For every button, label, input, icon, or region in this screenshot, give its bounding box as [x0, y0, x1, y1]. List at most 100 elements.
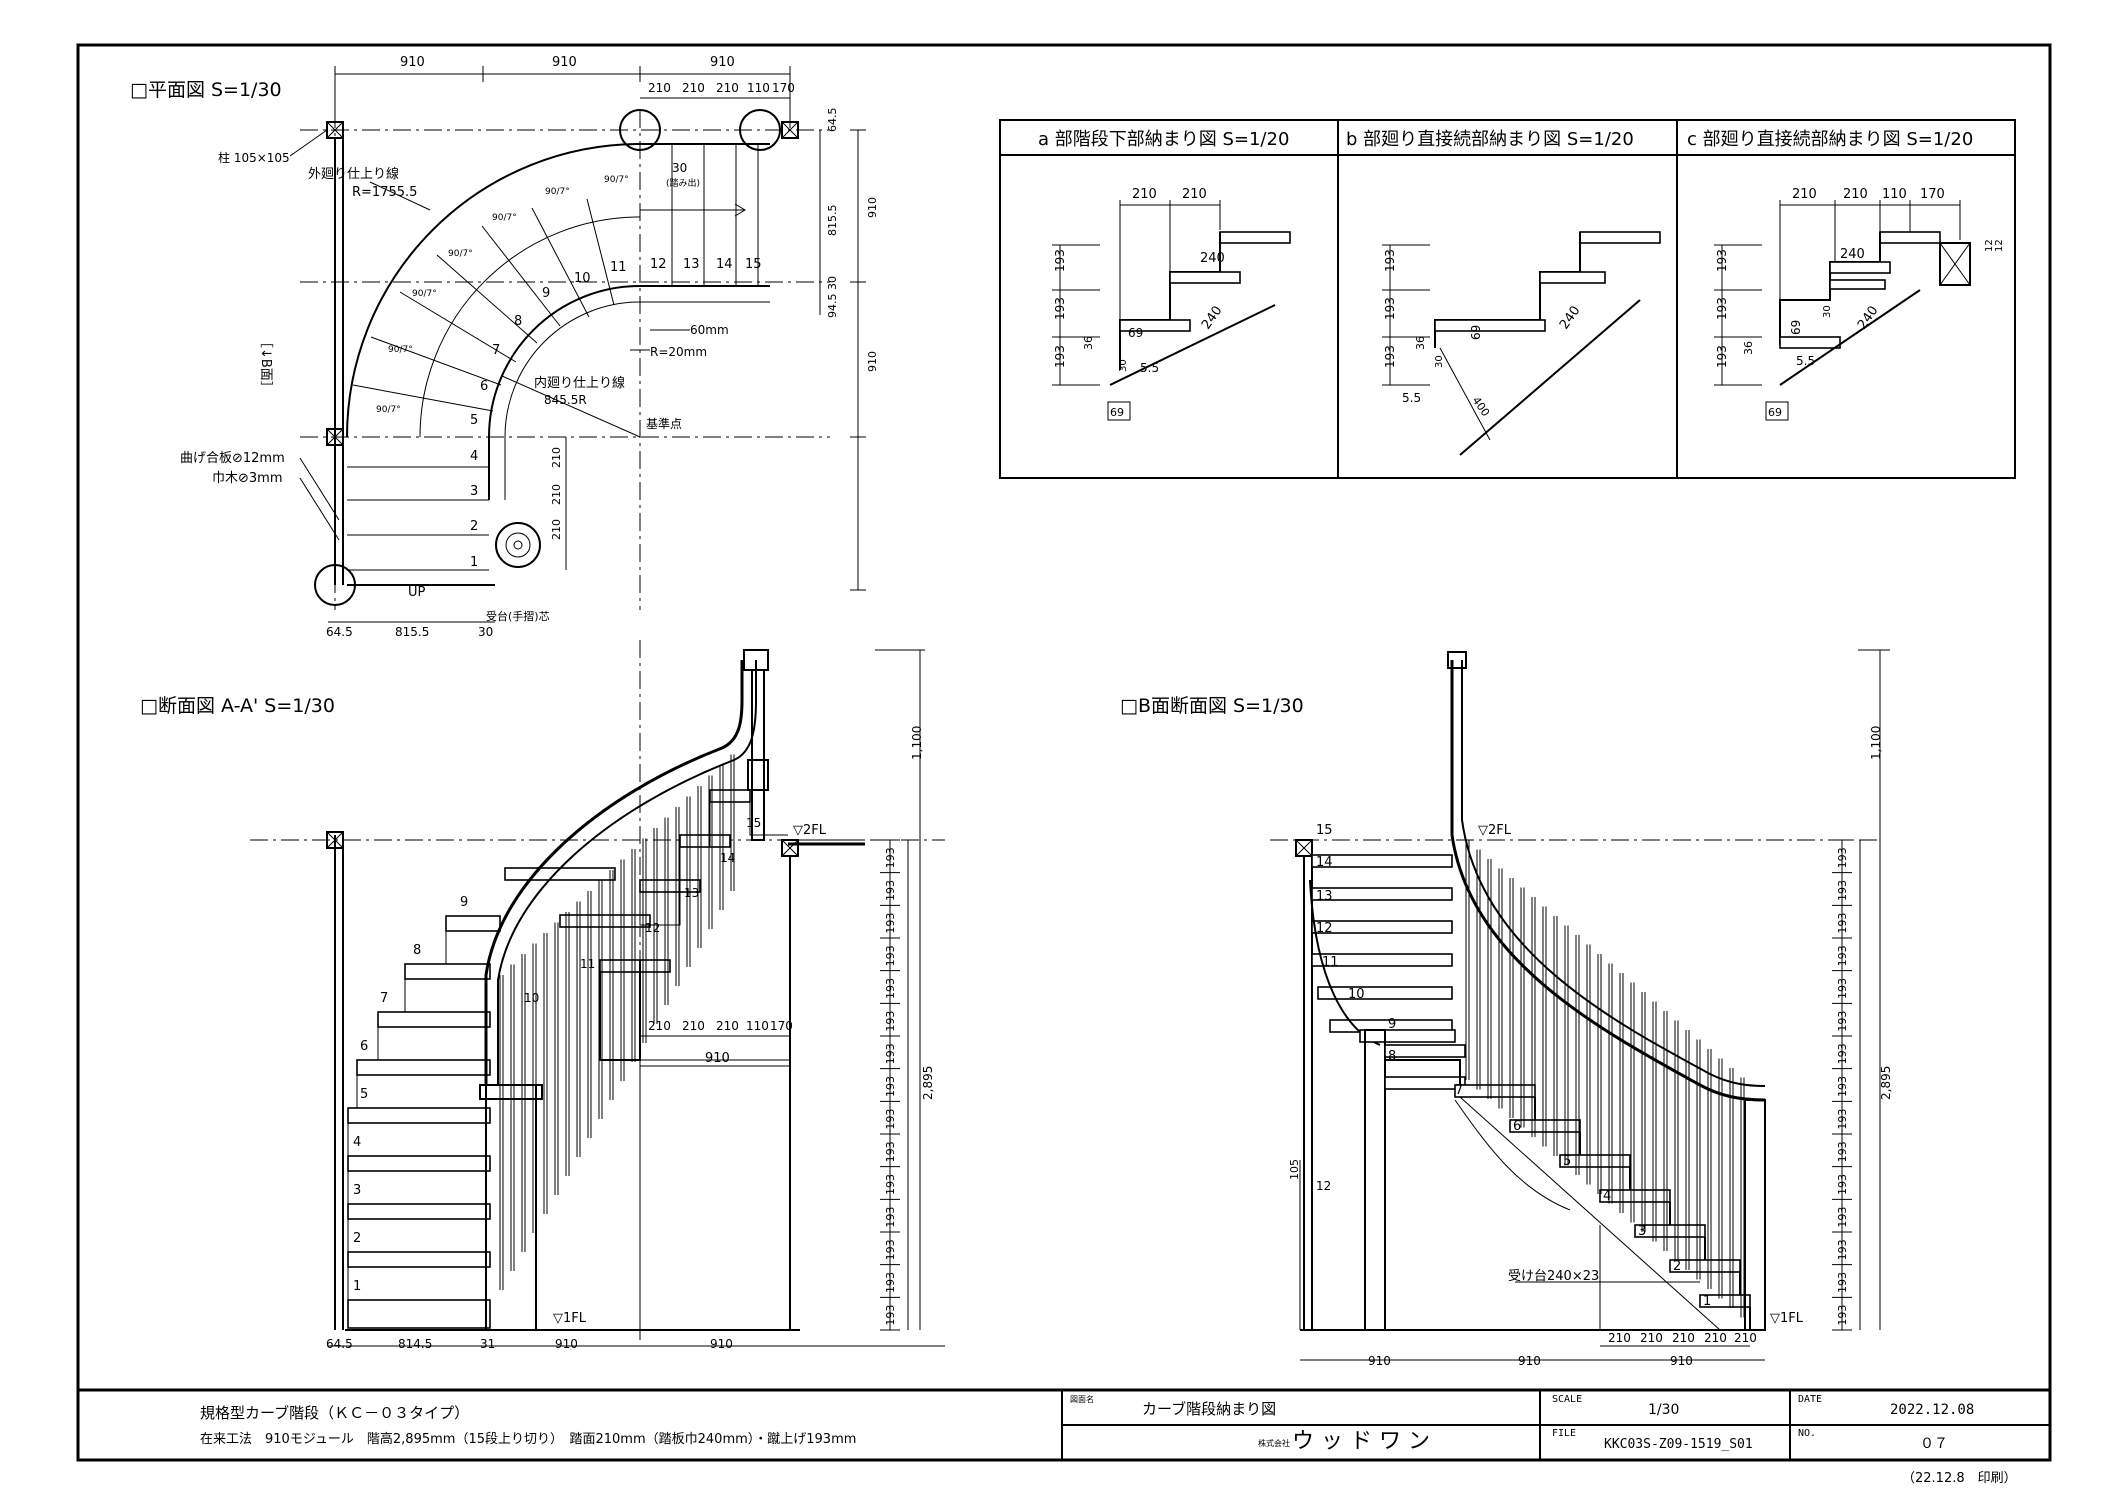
- section-b-tread-dim-4: 210: [1704, 1331, 1727, 1345]
- plan-right-dim-5: 910: [866, 197, 879, 218]
- plan-angle-7: 90/7°: [604, 175, 629, 185]
- section-b-handrail: [1450, 660, 1766, 1102]
- plan-right-dim-1: 64.5: [826, 108, 839, 133]
- section-aa-1fl: ▽1FL: [553, 1311, 587, 1326]
- section-b-rise-8: 193: [1836, 1076, 1849, 1097]
- plan-post-top-right: [781, 121, 799, 139]
- plan-step-4: 4: [470, 449, 478, 464]
- section-aa-step-12: 12: [645, 921, 660, 935]
- section-b-tread-dim-5: 210: [1734, 1331, 1757, 1345]
- detail-a-label-240a: 240: [1200, 251, 1225, 266]
- section-aa-step-8: 8: [413, 943, 421, 958]
- detail-b-rise-3: 193: [1383, 345, 1397, 368]
- section-aa-bottom-dim-4: 910: [555, 1337, 578, 1351]
- plan-angle-4: 90/7°: [448, 249, 473, 259]
- detail-a-label-55: 5.5: [1140, 361, 1159, 375]
- detail-b-label-30: 30: [1434, 355, 1445, 368]
- plan-handrail-radius-note: R=20mm: [650, 345, 707, 359]
- plan-title: □平面図 S=1/30: [130, 79, 282, 101]
- detail-c-label-240a: 240: [1840, 247, 1865, 262]
- section-aa-rise-14: 193: [884, 880, 897, 901]
- plan-bent-plywood-note: 曲げ合板⊘12mm: [180, 451, 285, 466]
- section-aa-step-1: 1: [353, 1279, 361, 1294]
- section-aa-step-5: 5: [360, 1087, 368, 1102]
- section-b-rise-10: 193: [1836, 1011, 1849, 1032]
- detail-a-rise-3: 193: [1053, 345, 1067, 368]
- section-b-rise-4: 193: [1836, 1207, 1849, 1228]
- plan-sub-dim-4: 110: [747, 81, 770, 95]
- section-b-step-7: 7: [1455, 1083, 1463, 1098]
- detail-a-rise-2: 193: [1053, 297, 1067, 320]
- section-aa-inner-total: 910: [705, 1051, 730, 1066]
- plan-angle-6: 90/7°: [545, 187, 570, 197]
- plan-overhang-value: 30: [672, 161, 687, 175]
- section-aa-step-3: 3: [353, 1183, 361, 1198]
- detail-b-drawing: 193 193 193 240 69 36 30 5.5 400: [1382, 231, 1661, 456]
- scale-label: SCALE: [1552, 1394, 1582, 1405]
- section-aa-step-7: 7: [380, 991, 388, 1006]
- detail-c-top-dim-2: 210: [1843, 187, 1868, 202]
- section-aa-balusters: [499, 754, 735, 1290]
- section-aa-rise-15: 193: [884, 847, 897, 868]
- detail-b-label-69: 69: [1469, 325, 1483, 340]
- section-b-step-8: 8: [1388, 1049, 1396, 1064]
- section-b-bottom-dim-1: 910: [1368, 1354, 1391, 1368]
- section-aa-inner-dim-5: 170: [770, 1019, 793, 1033]
- plan-right-dim-3: 30: [826, 276, 839, 290]
- detail-a-top-dim-1: 210: [1132, 187, 1157, 202]
- detail-a-label-30: 30: [1118, 359, 1129, 372]
- detail-b-label-400: 400: [1470, 394, 1493, 419]
- plan-handrail-width-note: 60mm: [690, 323, 729, 337]
- plan-outer-radius-note: R=1755.5: [352, 185, 417, 200]
- section-aa-step-14: 14: [720, 851, 735, 865]
- plan-right-dim-4: 94.5: [826, 294, 839, 319]
- section-aa-title: □断面図 A-A' S=1/30: [140, 695, 335, 717]
- section-b-balusters: [1465, 840, 1745, 1318]
- plan-right-dim-2: 815.5: [826, 205, 839, 237]
- section-b-step-12: 12: [1316, 921, 1333, 936]
- sheet-border: [76, 43, 2052, 1462]
- section-aa-rise-2: 193: [884, 1272, 897, 1293]
- section-aa-rise-3: 193: [884, 1239, 897, 1260]
- section-aa-rise-7: 193: [884, 1109, 897, 1130]
- detail-a-rise-1: 193: [1053, 249, 1067, 272]
- section-b-rise-2: 193: [1836, 1272, 1849, 1293]
- section-b-rise-12: 193: [1836, 945, 1849, 966]
- detail-b-label-36: 36: [1414, 336, 1427, 350]
- section-b-tread-dim-3: 210: [1672, 1331, 1695, 1345]
- section-b-side-dim-1: 105: [1288, 1159, 1301, 1180]
- plan-bottom-dim-2: 815.5: [395, 625, 429, 639]
- plan-step-6: 6: [480, 379, 488, 394]
- section-aa-bottom-dim-3: 31: [480, 1337, 495, 1351]
- section-b-step-13: 13: [1316, 889, 1333, 904]
- drawing-name: カーブ階段納まり図: [1142, 1400, 1276, 1418]
- section-b-tread-dim-1: 210: [1608, 1331, 1631, 1345]
- section-aa-step-10: 10: [524, 991, 539, 1005]
- detail-b-rise-2: 193: [1383, 297, 1397, 320]
- section-aa-inner-dim-2: 210: [682, 1019, 705, 1033]
- section-aa-step-13: 13: [684, 886, 699, 900]
- detail-c-label-55: 5.5: [1796, 354, 1815, 368]
- plan-riser-dim-1: 210: [550, 447, 563, 468]
- section-b-step-3: 3: [1638, 1224, 1646, 1239]
- detail-c-label-69-bottom: 69: [1768, 406, 1782, 419]
- section-aa-step-6: 6: [360, 1039, 368, 1054]
- product-name: 規格型カーブ階段（ＫＣ－０３タイプ）: [200, 1404, 469, 1422]
- detail-c-label-12a: 12: [1984, 239, 1995, 252]
- plan-step-5: 5: [470, 413, 478, 428]
- section-aa-rise-9: 193: [884, 1043, 897, 1064]
- date-label: DATE: [1798, 1394, 1822, 1405]
- section-aa-step-9: 9: [460, 895, 468, 910]
- section-b-side-dim-2: 12: [1316, 1179, 1331, 1193]
- plan-b-face-label: ［↓B面］: [258, 335, 273, 394]
- section-aa-handrail: [484, 660, 744, 1085]
- plan-outer-curve: [346, 143, 641, 438]
- plan-outer-line-note: 外廻り仕上り線: [308, 166, 399, 182]
- section-b-tread-total: 910: [1670, 1354, 1693, 1368]
- section-b-total-height: 2,895: [1879, 1066, 1893, 1100]
- plan-newel-volute: [495, 522, 541, 568]
- section-b-support-note: 受け台240×23: [1508, 1269, 1599, 1284]
- section-aa-bottom-dim-1: 64.5: [326, 1337, 353, 1351]
- section-b-rise-14: 193: [1836, 880, 1849, 901]
- plan-step-8: 8: [514, 314, 522, 329]
